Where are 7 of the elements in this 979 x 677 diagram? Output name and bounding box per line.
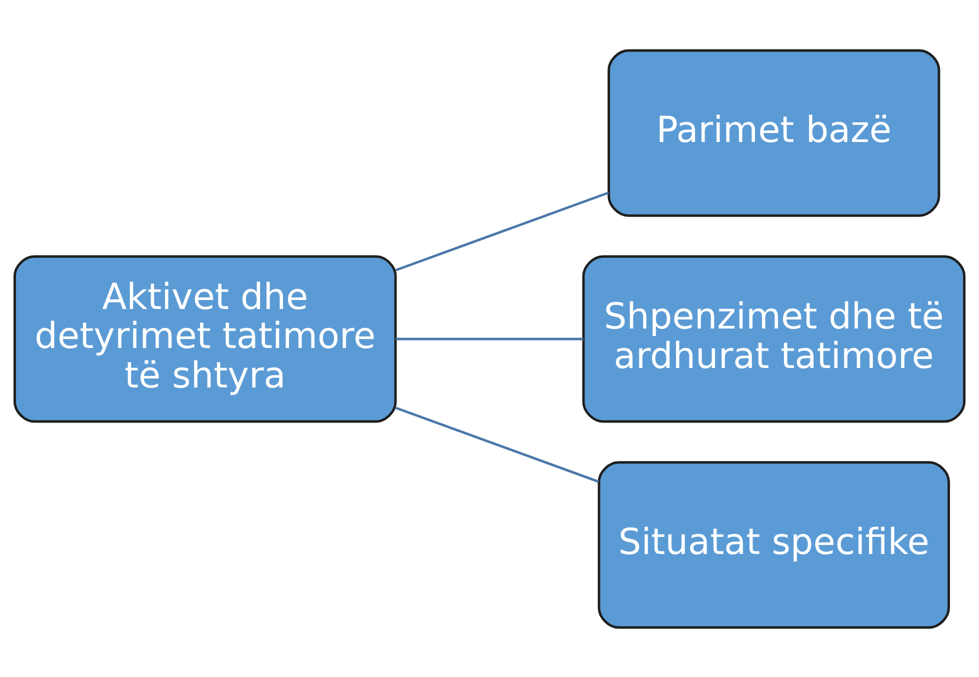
node-box: Shpenzimet dhe të ardhurat tatimore [582,254,966,422]
node-box: Parimet bazë [608,48,940,216]
node-box: Situatat specifike [598,460,950,628]
connector [396,337,584,340]
connector [395,191,609,271]
connector [395,406,600,482]
node-box: Aktivet dhe detyrimet tatimore të shtyra [14,254,397,422]
